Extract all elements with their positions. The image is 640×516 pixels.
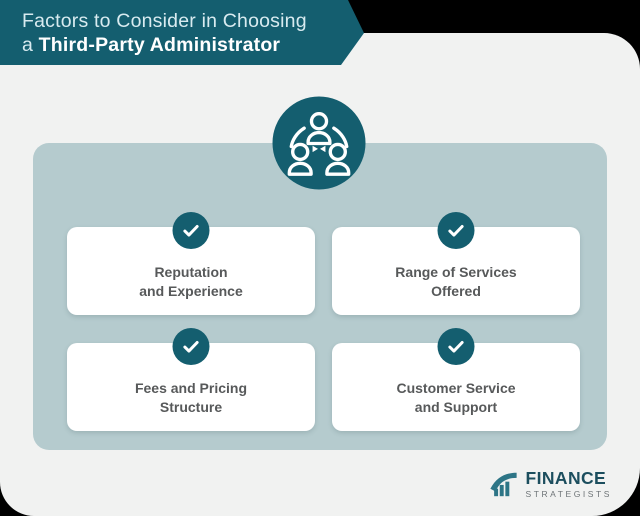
- title-prefix: a: [22, 34, 39, 56]
- factor-label: Range of Services Offered: [395, 264, 517, 299]
- factor-label: Customer Service and Support: [396, 380, 516, 415]
- brand-logo: FINANCE STRATEGISTS: [488, 469, 612, 499]
- checkmark-icon: [448, 224, 464, 237]
- factor-card-fees: Fees and Pricing Structure: [67, 328, 315, 431]
- title-line-2: a Third-Party Administrator: [22, 33, 364, 57]
- factor-label: Reputation and Experience: [139, 264, 243, 299]
- checkmark-badge: [172, 328, 210, 365]
- brand-logo-icon: [489, 472, 517, 497]
- title-banner: Factors to Consider in Choosing a Third-…: [0, 0, 364, 65]
- checkmark-icon: [183, 340, 199, 353]
- factor-label: Fees and Pricing Structure: [134, 380, 248, 415]
- checkmark-icon: [448, 340, 464, 353]
- title-line-1: Factors to Consider in Choosing: [22, 10, 307, 32]
- factor-card-reputation: Reputation and Experience: [67, 212, 315, 315]
- factor-card-services: Range of Services Offered: [332, 212, 580, 315]
- brand-subtitle: STRATEGISTS: [525, 488, 612, 499]
- factor-card-support: Customer Service and Support: [332, 328, 580, 431]
- title-bold: Third-Party Administrator: [38, 34, 281, 56]
- factors-panel: Reputation and Experience Range of Servi…: [33, 143, 607, 450]
- checkmark-icon: [183, 224, 199, 237]
- checkmark-badge: [437, 328, 475, 365]
- checkmark-badge: [172, 212, 210, 249]
- team-network-icon: [272, 96, 366, 190]
- brand-name: FINANCE: [525, 467, 607, 488]
- page-background: Reputation and Experience Range of Servi…: [0, 33, 640, 516]
- checkmark-badge: [437, 212, 475, 249]
- brand-text: FINANCE STRATEGISTS: [525, 467, 612, 499]
